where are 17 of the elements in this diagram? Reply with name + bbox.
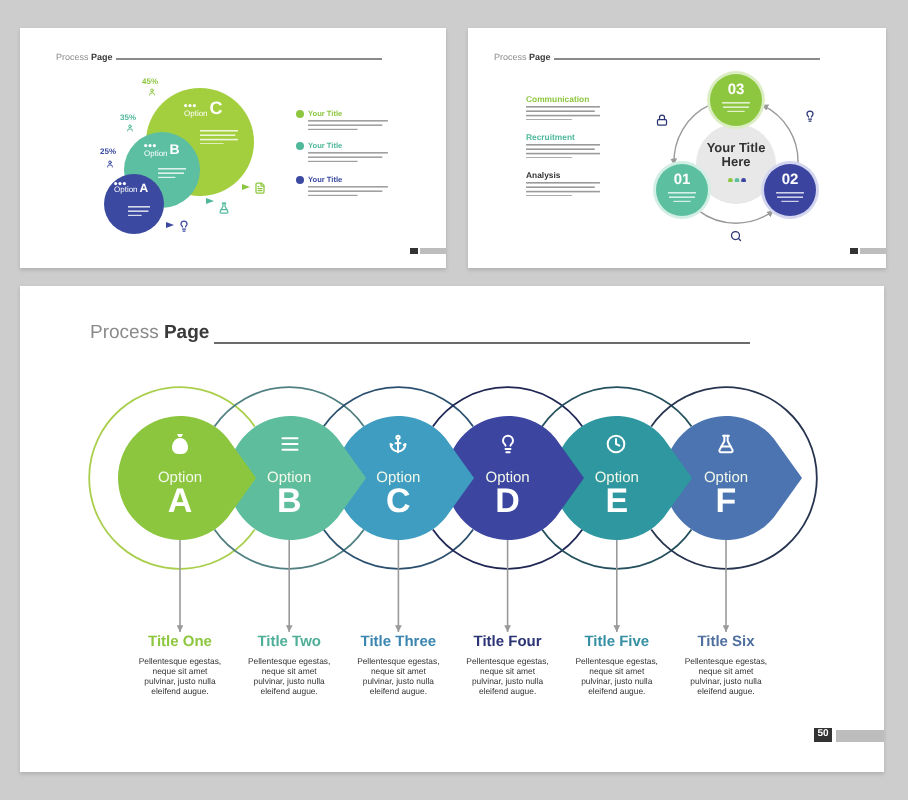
- page-heading: Process Page: [90, 321, 210, 343]
- leader-line: [176, 539, 184, 633]
- leader-line: [285, 539, 293, 633]
- option-letter: D: [495, 486, 520, 518]
- option-letter: C: [209, 100, 223, 118]
- option-letter: A: [167, 486, 193, 518]
- leader-line: [395, 539, 402, 633]
- option-letter: C: [386, 486, 411, 518]
- option-letter: F: [715, 486, 737, 518]
- option-letter: B: [276, 486, 302, 518]
- leader-line: [613, 539, 621, 633]
- curved-arrow: [670, 104, 712, 166]
- curved-arrow: [760, 104, 799, 166]
- option-letter: E: [605, 486, 629, 518]
- curved-arrow: [697, 209, 775, 224]
- leader-line: [504, 539, 511, 633]
- leader-line: [722, 539, 730, 633]
